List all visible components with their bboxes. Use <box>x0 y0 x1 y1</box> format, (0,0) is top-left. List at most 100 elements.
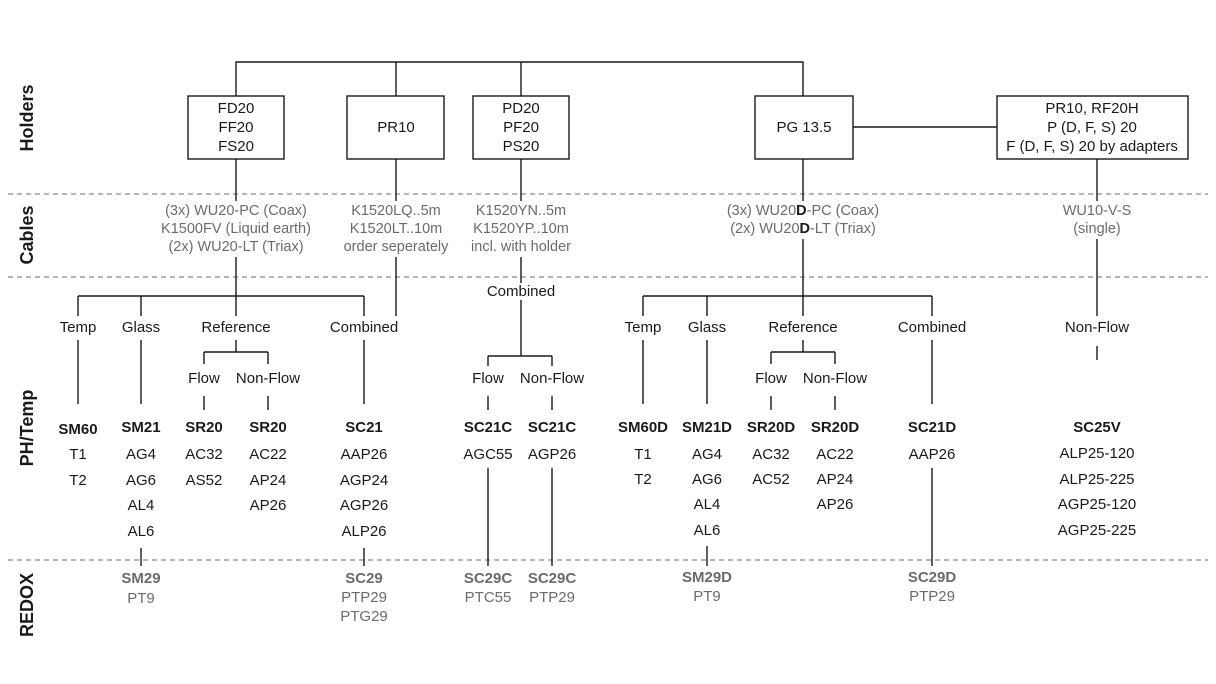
cable-pd20-line-1: K1520YN..5m <box>476 203 566 219</box>
redox-item-sm29-1: PT9 <box>127 590 155 607</box>
ph-item-sr20d-flow-2: AC52 <box>752 471 790 488</box>
holder-cable-connectors <box>235 159 1098 201</box>
ph-item-sc21c-flow-1: AGC55 <box>463 446 512 463</box>
ph-column-sm60d: SM60D T1 T2 <box>618 419 668 488</box>
ph-item-sm60d-1: T1 <box>634 446 652 463</box>
ph-model-sc21: SC21 <box>345 419 383 436</box>
cable-group-pd20: K1520YN..5m K1520YP..10m incl. with hold… <box>471 203 571 255</box>
ph-model-sm21d: SM21D <box>682 419 732 436</box>
ph-item-sm21-2: AG6 <box>126 472 156 489</box>
holder-box-pg135: PG 13.5 <box>754 95 854 160</box>
ph-item-sr20d-flow-1: AC32 <box>752 446 790 463</box>
cable-pr10-line-2: K1520LT..10m <box>350 221 442 237</box>
cable-adapters-line-1: WU10-V-S <box>1063 203 1132 219</box>
cable-group-fd20: (3x) WU20-PC (Coax) K1500FV (Liquid eart… <box>161 203 311 255</box>
cable-pd20-line-3: incl. with holder <box>471 239 571 255</box>
ph-column-sc25v: SC25V ALP25-120 ALP25-225 AGP25-120 AGP2… <box>1058 419 1136 539</box>
ph-column-sc21c-nonflow: SC21C AGP26 <box>528 419 577 463</box>
row-label-redox: REDOX <box>17 573 37 637</box>
ph-item-sr20d-nonflow-2: AP24 <box>817 471 854 488</box>
ph-column-sr20d-flow: SR20D AC32 AC52 <box>747 419 796 488</box>
ph-item-sm21d-4: AL6 <box>694 522 721 539</box>
ph-model-sc21c-nonflow: SC21C <box>528 419 577 436</box>
label-combined-left: Combined <box>330 319 398 336</box>
ph-item-sc25v-4: AGP25-225 <box>1058 522 1136 539</box>
ph-item-sr20-nonflow-3: AP26 <box>250 497 287 514</box>
cable-pg135-line-2: (2x) WU20D-LT (Triax) <box>730 221 876 237</box>
holder-adapters-line-2: P (D, F, S) 20 <box>1047 119 1137 136</box>
ph-item-sr20-flow-2: AS52 <box>186 472 223 489</box>
holder-fd20-line-2: FF20 <box>218 119 253 136</box>
ph-model-sm60: SM60 <box>58 421 97 438</box>
ph-item-sm21d-1: AG4 <box>692 446 722 463</box>
cable-pg135-line-1: (3x) WU20D-PC (Coax) <box>727 203 879 219</box>
ph-column-sm21: SM21 AG4 AG6 AL4 AL6 <box>121 419 160 540</box>
ph-model-sr20-nonflow: SR20 <box>249 419 287 436</box>
cable-fd20-line-1: (3x) WU20-PC (Coax) <box>165 203 307 219</box>
holder-pd20-line-2: PF20 <box>503 119 539 136</box>
redox-column-sm29: SM29 PT9 <box>121 570 160 607</box>
label-flow-left: Flow <box>188 370 220 387</box>
cable-fd20-line-3: (2x) WU20-LT (Triax) <box>168 239 303 255</box>
holder-adapters-line-1: PR10, RF20H <box>1045 100 1138 117</box>
ph-item-sr20d-nonflow-1: AC22 <box>816 446 854 463</box>
ph-item-sc25v-2: ALP25-225 <box>1059 471 1134 488</box>
label-glass-left: Glass <box>122 319 160 336</box>
label-nonflow-mid: Non-Flow <box>520 370 584 387</box>
label-flow-right: Flow <box>755 370 787 387</box>
redox-model-sm29d: SM29D <box>682 569 732 586</box>
redox-column-sm29d: SM29D PT9 <box>682 569 732 605</box>
cable-fd20-line-2: K1500FV (Liquid earth) <box>161 221 311 237</box>
row-label-phtemp: PH/Temp <box>17 390 37 467</box>
ph-item-sm21-3: AL4 <box>128 497 155 514</box>
holder-box-adapters: PR10, RF20H P (D, F, S) 20 F (D, F, S) 2… <box>996 95 1189 160</box>
redox-model-sm29: SM29 <box>121 570 160 587</box>
label-combined-right: Combined <box>898 319 966 336</box>
redox-column-sc29c-nonflow: SC29C PTP29 <box>528 570 577 606</box>
redox-model-sc29c-nonflow: SC29C <box>528 570 577 587</box>
redox-column-sc29: SC29 PTP29 PTG29 <box>340 570 388 625</box>
holder-box-pr10: PR10 <box>346 95 445 160</box>
ph-item-sm60-1: T1 <box>69 446 87 463</box>
label-temp-left: Temp <box>60 319 97 336</box>
ph-column-sc21: SC21 AAP26 AGP24 AGP26 ALP26 <box>340 419 388 540</box>
holder-pd20-line-1: PD20 <box>502 100 540 117</box>
ph-item-sc21-3: AGP26 <box>340 497 388 514</box>
label-nonflow-far: Non-Flow <box>1065 319 1129 336</box>
ph-item-sr20-flow-1: AC32 <box>185 446 223 463</box>
category-labels: Temp Glass Reference Combined Combined T… <box>60 283 1130 336</box>
ph-column-sr20d-nonflow: SR20D AC22 AP24 AP26 <box>811 419 860 513</box>
ph-item-sc21d-1: AAP26 <box>909 446 956 463</box>
label-temp-right: Temp <box>625 319 662 336</box>
holder-fd20-line-3: FS20 <box>218 138 254 155</box>
label-flow-mid: Flow <box>472 370 504 387</box>
ph-model-sm60d: SM60D <box>618 419 668 436</box>
holder-box-fd20: FD20 FF20 FS20 <box>187 95 285 160</box>
redox-model-sc29c-flow: SC29C <box>464 570 513 587</box>
holder-pg135-label: PG 13.5 <box>776 119 831 136</box>
ph-column-sm21d: SM21D AG4 AG6 AL4 AL6 <box>682 419 732 539</box>
ph-item-sc21-1: AAP26 <box>341 446 388 463</box>
ph-item-sm21-4: AL6 <box>128 523 155 540</box>
holder-adapters-line-3: F (D, F, S) 20 by adapters <box>1006 138 1178 155</box>
ph-item-sm21d-2: AG6 <box>692 471 722 488</box>
holder-pr10-label: PR10 <box>377 119 415 136</box>
holder-pd20-line-3: PS20 <box>503 138 540 155</box>
cable-ph-connectors <box>77 239 1098 366</box>
ph-column-sm60: SM60 T1 T2 <box>58 421 97 489</box>
ph-item-sr20d-nonflow-3: AP26 <box>817 496 854 513</box>
redox-item-sc29c-nonflow-1: PTP29 <box>529 589 575 606</box>
ph-item-sm60d-2: T2 <box>634 471 652 488</box>
redox-model-sc29: SC29 <box>345 570 383 587</box>
redox-item-sc29-2: PTG29 <box>340 608 388 625</box>
redox-column-sc29d: SC29D PTP29 <box>908 569 957 605</box>
flow-labels: Flow Non-Flow Flow Non-Flow Flow Non-Flo… <box>188 370 867 387</box>
label-sub-connectors <box>77 340 1098 410</box>
top-connectors <box>235 61 997 128</box>
ph-column-sc21c-flow: SC21C AGC55 <box>463 419 512 463</box>
label-nonflow-left: Non-Flow <box>236 370 300 387</box>
row-label-cables: Cables <box>17 205 37 264</box>
ph-model-sm21: SM21 <box>121 419 160 436</box>
ph-column-sc21d: SC21D AAP26 <box>908 419 957 463</box>
ph-item-sc25v-3: AGP25-120 <box>1058 496 1136 513</box>
